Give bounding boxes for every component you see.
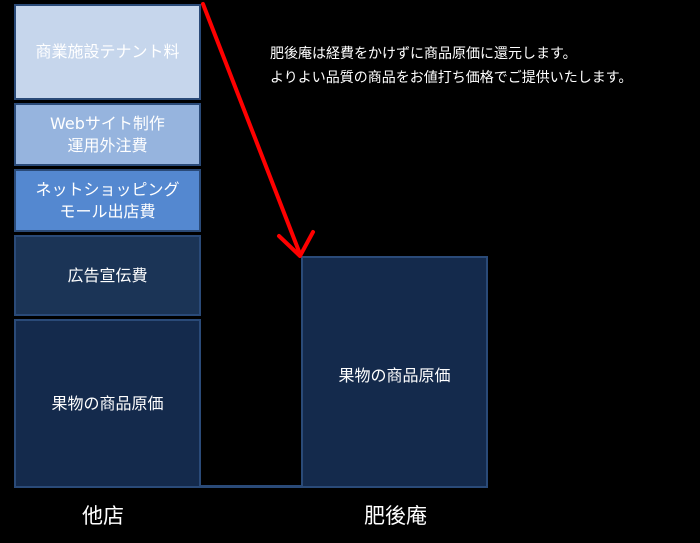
caption-line1: 肥後庵は経費をかけずに商品原価に還元します。	[270, 46, 577, 62]
caption-line2: よりよい品質の商品をお値打ち価格でご提供いたします。	[270, 70, 633, 86]
net-shopping-block: ネットショッピング モール出店費	[14, 169, 201, 232]
web-outsourcing-block: Webサイト制作 運用外注費	[14, 103, 201, 166]
higo-product-cost-label: 果物の商品原価	[338, 366, 451, 385]
other-store-label: 他店	[82, 504, 124, 528]
tenant-fee-block: 商業施設テナント料	[14, 4, 201, 100]
advertising-block: 広告宣伝費	[14, 235, 201, 316]
net-shopping-label-line1: ネットショッピング	[35, 179, 180, 199]
web-outsourcing-label-line1: Webサイト制作	[50, 113, 165, 133]
higo-label: 肥後庵	[364, 504, 427, 528]
other-store-product-cost-block: 果物の商品原価	[14, 319, 201, 488]
arrow-head	[277, 230, 315, 258]
arrow-shaft	[201, 2, 302, 256]
web-outsourcing-label-line2: 運用外注費	[67, 135, 148, 155]
higo-product-cost-block: 果物の商品原価	[301, 256, 488, 488]
tenant-fee-label: 商業施設テナント料	[35, 42, 180, 61]
other-store-product-cost-label: 果物の商品原価	[51, 393, 164, 413]
advertising-label: 広告宣伝費	[67, 265, 148, 285]
baseline-connector	[199, 485, 303, 488]
net-shopping-label-line2: モール出店費	[59, 201, 156, 221]
